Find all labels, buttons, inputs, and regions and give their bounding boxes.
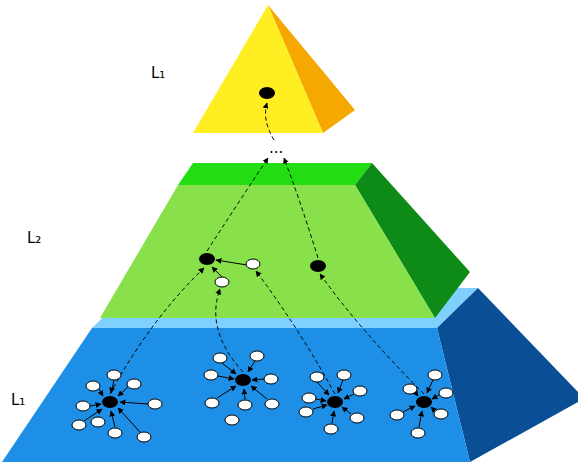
layer-label: L₂	[26, 231, 42, 246]
member-nodes	[72, 259, 453, 442]
layer-front	[2, 328, 470, 462]
layer-top	[178, 163, 372, 185]
local-links	[84, 260, 439, 432]
layer-label: L₁	[10, 393, 26, 408]
layer-front	[100, 185, 435, 318]
layer-label: L₁	[150, 66, 166, 81]
pyramid-front	[193, 5, 323, 133]
dashed-links	[110, 103, 424, 394]
ellipsis-label: ...	[268, 141, 284, 156]
leader-nodes	[102, 87, 432, 408]
